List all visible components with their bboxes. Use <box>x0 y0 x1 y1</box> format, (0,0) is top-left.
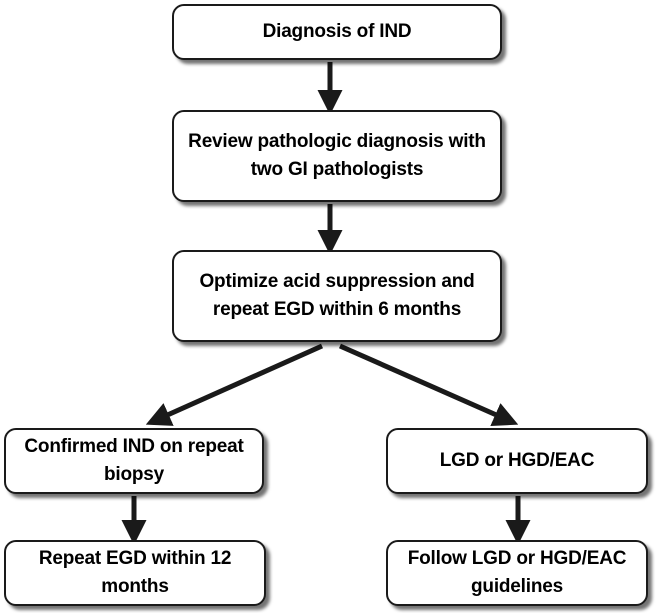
arrow-optimize-to-lgd <box>338 343 519 426</box>
follow-guidelines-label: Follow LGD or HGD/EAC guidelines <box>407 548 627 597</box>
optimize-box: Optimize acid suppression and repeat EGD… <box>172 250 502 342</box>
diagnosis-label: Diagnosis of IND <box>262 21 412 42</box>
review-label: Review pathologic diagnosis with two GI … <box>188 131 486 180</box>
confirmed-ind-box: Confirmed IND on repeat biopsy <box>4 428 264 494</box>
diagnosis-box: Diagnosis of IND <box>172 4 502 60</box>
repeat-egd-label: Repeat EGD within 12 months <box>38 548 232 597</box>
optimize-label: Optimize acid suppression and repeat EGD… <box>199 271 475 320</box>
follow-guidelines-box: Follow LGD or HGD/EAC guidelines <box>386 540 648 606</box>
confirmed-ind-label: Confirmed IND on repeat biopsy <box>24 436 244 485</box>
lgd-hgd-label: LGD or HGD/EAC <box>439 450 595 471</box>
arrow-optimize-to-confirmed <box>145 343 324 426</box>
review-box: Review pathologic diagnosis with two GI … <box>172 110 502 202</box>
lgd-hgd-box: LGD or HGD/EAC <box>386 428 648 494</box>
repeat-egd-box: Repeat EGD within 12 months <box>4 540 266 606</box>
